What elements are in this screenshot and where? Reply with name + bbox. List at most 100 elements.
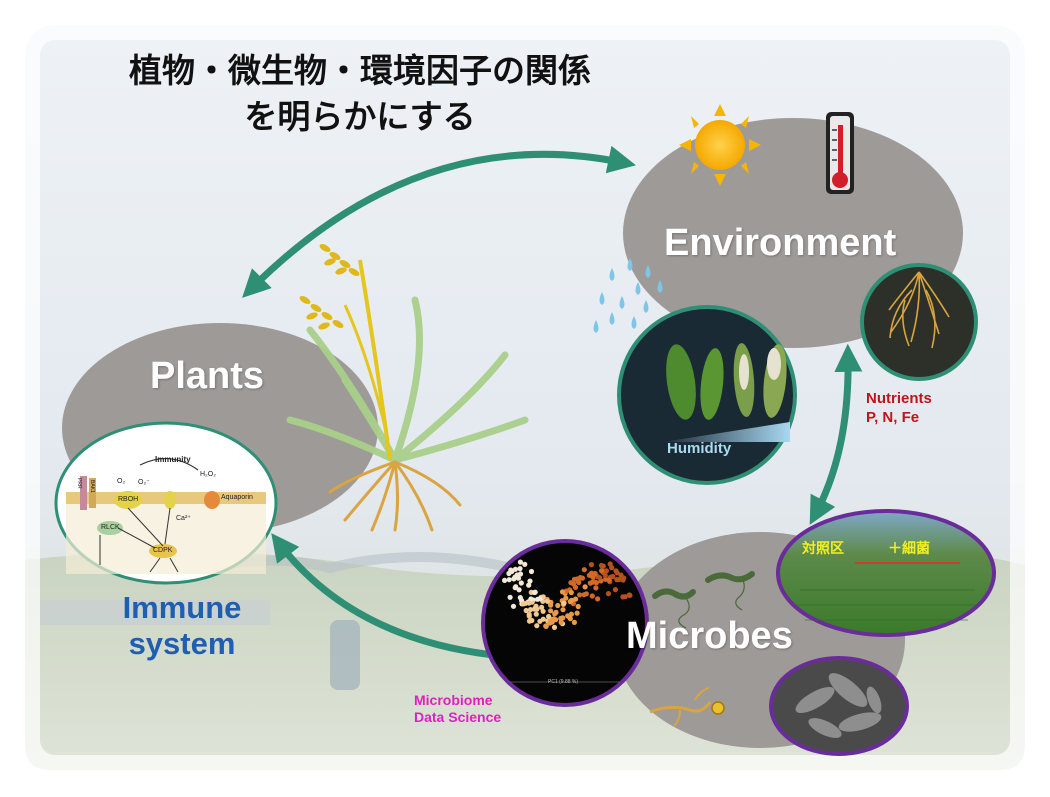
pca-dot xyxy=(577,592,583,598)
immune-line-2: system xyxy=(128,626,236,661)
pca-dot xyxy=(588,562,595,568)
raindrops-icon xyxy=(593,258,663,333)
pca-dot xyxy=(516,587,522,593)
microbiome-line-1: Microbiome xyxy=(414,692,493,708)
pca-dot xyxy=(600,563,606,569)
pca-dot xyxy=(534,623,540,629)
pca-dot xyxy=(506,577,512,583)
pca-dot xyxy=(590,579,596,585)
humidity-leaves-image xyxy=(617,305,797,485)
pathway-prr-label: PRR xyxy=(76,478,82,489)
pca-dot xyxy=(574,610,580,616)
nutrients-line-1: Nutrients xyxy=(866,390,932,407)
pca-dot xyxy=(568,589,574,596)
pca-dot xyxy=(559,589,566,595)
pca-dot xyxy=(518,580,524,586)
pca-dot xyxy=(553,609,559,616)
pca-dot xyxy=(590,572,596,578)
pca-dot xyxy=(566,614,573,620)
pca-dot xyxy=(575,578,581,585)
pathway-o2minus-label: O₂⁻ xyxy=(138,479,150,486)
pca-dot xyxy=(555,602,561,609)
pathway-rboh-label: RBOH xyxy=(118,496,139,503)
humidity-label: Humidity xyxy=(667,440,732,457)
bacteria-plot-label: ＋細菌 xyxy=(888,541,930,557)
microbiome-data-science-label: Microbiome Data Science xyxy=(414,692,501,726)
pca-dot xyxy=(528,596,534,602)
pca-dot xyxy=(551,624,558,631)
pca-dot xyxy=(513,584,519,590)
pca-dot xyxy=(546,613,552,620)
rice-plant-illustration xyxy=(286,244,529,532)
environment-label: Environment xyxy=(664,222,897,264)
arrow-environment-microbes xyxy=(809,343,863,525)
pathway-o2-label: O₂ xyxy=(117,478,126,485)
rice-field-image xyxy=(776,509,996,637)
arrow-plants-environment xyxy=(242,145,636,298)
pca-dot xyxy=(510,603,517,609)
pca-dot xyxy=(549,619,555,625)
pca-dot xyxy=(571,619,578,626)
background-buildings xyxy=(40,600,270,625)
microbes-label: Microbes xyxy=(626,615,793,657)
pca-dot xyxy=(502,577,508,584)
pca-dot xyxy=(593,585,599,591)
pca-dot xyxy=(603,576,609,582)
pca-dot xyxy=(560,615,566,621)
sem-microbe-image xyxy=(769,656,909,756)
pca-dot xyxy=(560,607,566,613)
pca-dot xyxy=(523,607,529,614)
pca-dot xyxy=(527,578,533,584)
pca-dot xyxy=(511,576,517,582)
pathway-bak1-label: BAK1 xyxy=(89,480,95,493)
pca-dot xyxy=(602,572,608,579)
pca-dot xyxy=(526,582,532,588)
pca-dot xyxy=(627,592,633,599)
pathway-ca-label: Ca²⁺ xyxy=(176,515,191,522)
pca-dot xyxy=(612,587,619,593)
pca-dot xyxy=(582,584,588,590)
pca-dot xyxy=(540,608,546,614)
pca-dot xyxy=(528,568,535,575)
immune-system-label: Immune system xyxy=(92,590,272,662)
pca-dot xyxy=(506,570,512,577)
nutrients-roots-image xyxy=(860,263,978,381)
pca-dot xyxy=(577,575,583,581)
nutrients-label: Nutrients P, N, Fe xyxy=(866,389,932,427)
pca-dot xyxy=(544,598,551,604)
pca-dot xyxy=(607,561,613,567)
pca-axis-label: PC1 (9.88 %) xyxy=(548,679,579,685)
pathway-rlck-label: RLCK xyxy=(101,524,120,531)
pca-dot xyxy=(581,567,587,573)
pathway-cdpk-label: CDPK xyxy=(153,547,173,554)
pathway-aquaporin-label: Aquaporin xyxy=(221,494,253,501)
pca-dot xyxy=(535,596,541,602)
pca-dot xyxy=(512,566,519,572)
pathway-h2o2-label: H₂O₂ xyxy=(200,471,216,478)
pca-dot xyxy=(573,596,579,602)
thermometer-icon xyxy=(826,112,854,194)
sun-icon xyxy=(679,104,761,186)
pca-dot xyxy=(526,613,532,619)
pca-dot xyxy=(527,607,534,613)
pca-dot xyxy=(522,561,528,567)
title-line-1: 植物・微生物・環境因子の関係 xyxy=(129,51,591,90)
pca-dot xyxy=(507,594,513,600)
pca-dot xyxy=(517,571,524,577)
pca-dot xyxy=(533,611,539,617)
microbiome-line-2: Data Science xyxy=(414,709,502,725)
pca-dot xyxy=(531,589,538,596)
control-plot-label: 対照区 xyxy=(802,541,844,557)
pca-dot xyxy=(539,604,545,611)
microbe-icons xyxy=(649,571,755,727)
pca-dot xyxy=(548,608,554,614)
pca-dot xyxy=(589,593,595,599)
nutrients-line-2: P, N, Fe xyxy=(866,409,920,426)
pca-dot xyxy=(537,618,543,624)
pca-dot xyxy=(534,606,540,612)
pca-dot xyxy=(548,602,554,608)
pca-dot xyxy=(561,600,567,606)
pathway-immunity-label: Immunity xyxy=(155,455,191,464)
